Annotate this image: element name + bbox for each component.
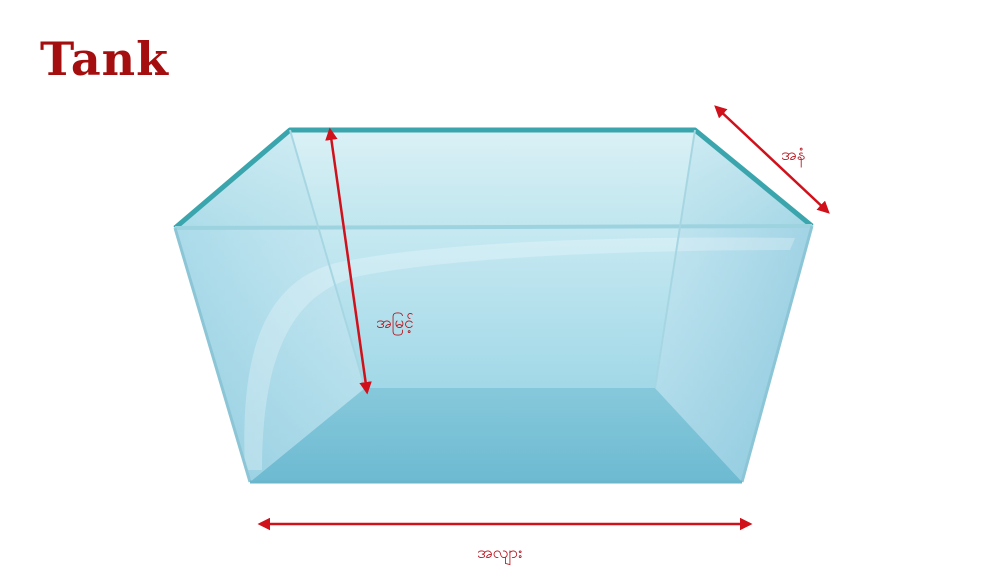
height-arrow: [325, 127, 372, 395]
tank-front-left-edge: [173, 227, 252, 483]
tank-front-top-edge: [174, 224, 813, 230]
width-arrow: [714, 105, 830, 214]
diagram-title: Tank: [40, 32, 169, 86]
tank-front-right-edge: [740, 225, 814, 483]
height-label: အမြင့်: [376, 311, 414, 336]
tank-back-right-edge: [654, 129, 696, 389]
length-label: အလျား: [477, 543, 523, 566]
width-label: အနံ: [781, 145, 805, 168]
